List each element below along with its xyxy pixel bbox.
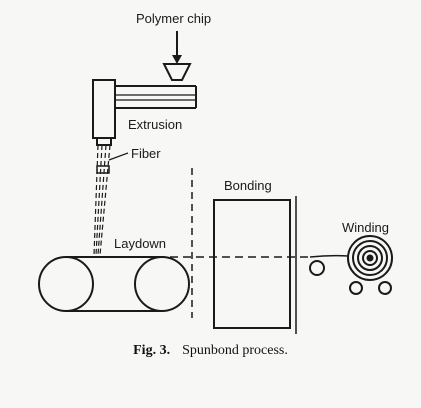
winder-drive-roller-right — [378, 281, 392, 295]
figure-caption: Fig. 3. Spunbond process. — [0, 343, 421, 359]
caption-text: Spunbond process. — [182, 343, 288, 358]
caption-number: Fig. 3. — [133, 343, 171, 358]
label-extrusion: Extrusion — [128, 117, 183, 132]
hopper — [162, 63, 192, 81]
spinneret — [96, 137, 112, 146]
conveyor-roller-left — [38, 256, 94, 312]
extruder-head — [92, 79, 116, 139]
label-polymer-chip: Polymer chip — [136, 11, 212, 26]
winding-roll — [347, 235, 393, 281]
web-to-winder — [309, 254, 349, 258]
fiber-filaments — [93, 144, 111, 256]
label-fiber: Fiber — [131, 146, 161, 161]
guide-roller — [309, 260, 325, 276]
conveyor-roller-right — [134, 256, 190, 312]
label-winding: Winding — [342, 220, 389, 235]
winder-drive-roller-left — [349, 281, 363, 295]
label-laydown: Laydown — [114, 236, 167, 251]
feed-arrowhead — [172, 55, 182, 64]
fiber-quench-box — [96, 165, 110, 174]
label-bonding: Bonding — [224, 178, 272, 193]
fiber-leader-line — [108, 152, 129, 161]
bonding-unit — [213, 199, 291, 329]
